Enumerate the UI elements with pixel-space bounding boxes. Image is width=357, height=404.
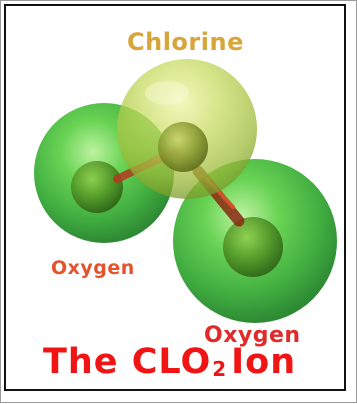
title-prefix: The CLO [43, 342, 212, 382]
oxygen-label-left: Oxygen [51, 257, 135, 279]
chlorine-atom [117, 59, 257, 199]
chlorine-label: Chlorine [127, 28, 244, 56]
oxygen-atom-right [173, 159, 337, 323]
oxygen-label-right: Oxygen [204, 323, 301, 348]
title-suffix: Ion [231, 342, 297, 382]
title-subscript: 2 [212, 357, 228, 381]
